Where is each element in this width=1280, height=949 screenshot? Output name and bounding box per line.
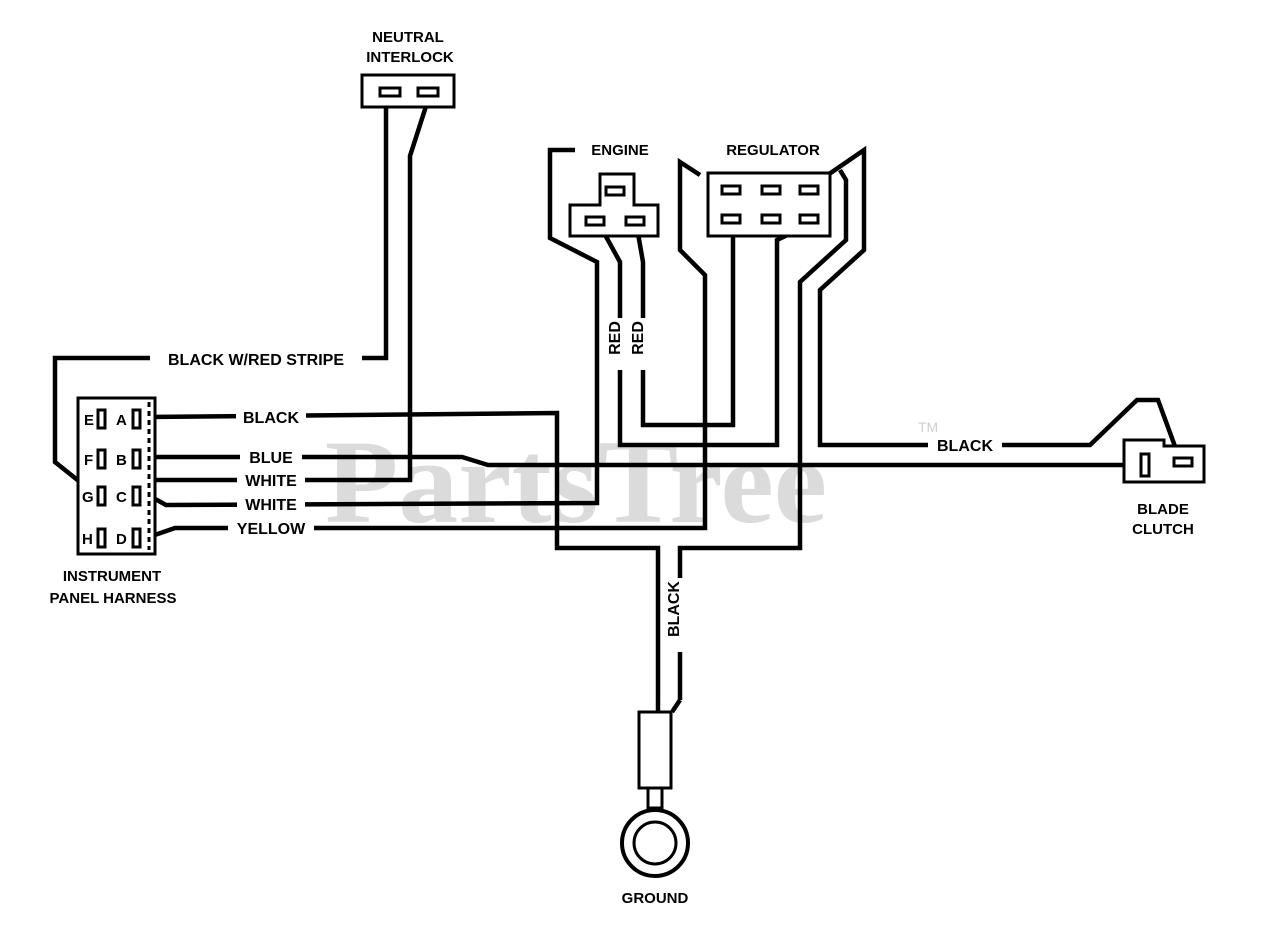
wire-regulator-ground	[677, 168, 849, 700]
wire-black-a	[145, 410, 661, 700]
label-bg-black-clutch	[928, 434, 1002, 456]
harness-pin-f: F	[84, 452, 93, 469]
label-bg-blue	[240, 446, 302, 468]
wires	[52, 99, 1183, 700]
wire-black-red-stripe	[52, 100, 389, 496]
regulator-pin-4	[720, 213, 742, 225]
label-black-a: BLACK	[243, 410, 299, 427]
label-bg-black-ground	[668, 578, 690, 652]
harness-pin-d: D	[116, 531, 127, 548]
label-white-1: WHITE	[245, 473, 297, 490]
label-bg-red-2	[633, 318, 653, 370]
interlock-label-1: NEUTRAL	[372, 29, 444, 46]
harness-slot-d	[131, 527, 142, 549]
harness-slot-e	[96, 408, 107, 430]
harness-body	[76, 396, 157, 556]
regulator-pin-5	[760, 213, 782, 225]
ground-ring-inner	[632, 820, 678, 866]
harness-pin-b: B	[116, 452, 127, 469]
ground-lead-b	[670, 698, 682, 714]
label-bg-black-red	[150, 348, 362, 370]
harness-pin-c: C	[116, 489, 127, 506]
label-red-1: RED	[607, 321, 624, 355]
watermark-tm: TM	[918, 419, 938, 435]
label-black-clutch: BLACK	[937, 438, 993, 455]
blade-clutch-pin-2	[1172, 456, 1194, 468]
harness-pin-h: H	[82, 531, 93, 548]
blade-clutch-connector: BLADE CLUTCH	[1122, 438, 1206, 538]
label-bg-yellow	[228, 517, 314, 539]
harness-label-2: PANEL HARNESS	[50, 590, 177, 607]
interlock-connector	[360, 73, 456, 109]
blade-clutch-label-2: CLUTCH	[1132, 521, 1194, 538]
harness-slot-b	[131, 448, 142, 470]
harness-label-1: INSTRUMENT	[63, 568, 161, 585]
harness-pin-g: G	[82, 489, 94, 506]
regulator-connector: REGULATOR	[706, 142, 832, 238]
harness-slot-h	[96, 527, 107, 549]
label-white-2: WHITE	[245, 497, 297, 514]
engine-connector: ENGINE	[568, 142, 660, 238]
label-bg-white-1	[237, 469, 305, 491]
label-bg-white-2	[237, 493, 305, 515]
engine-pin-left	[584, 215, 606, 227]
ground-terminal: GROUND	[620, 698, 690, 907]
wire-labels: BLACK W/RED STRIPE BLACK BLUE WHITE WHIT…	[150, 318, 1002, 652]
label-blue: BLUE	[249, 450, 293, 467]
neutral-interlock: NEUTRAL INTERLOCK	[360, 29, 456, 109]
regulator-label: REGULATOR	[726, 142, 820, 159]
label-bg-black-a	[236, 406, 306, 428]
harness-slot-g	[96, 485, 107, 507]
regulator-pin-6	[798, 213, 820, 225]
ground-label: GROUND	[622, 890, 689, 907]
instrument-panel-harness: E F G H A B C D INSTRUMENT PANEL HARNESS	[50, 396, 177, 607]
regulator-pin-1	[720, 184, 742, 196]
engine-label: ENGINE	[591, 142, 649, 159]
label-red-2: RED	[630, 321, 647, 355]
ground-sleeve	[637, 710, 673, 790]
wire-red-2	[633, 221, 736, 428]
regulator-connector-body	[706, 171, 832, 238]
interlock-pin-2	[416, 86, 440, 98]
label-black-red-stripe: BLACK W/RED STRIPE	[168, 352, 344, 369]
engine-pin-right	[624, 215, 646, 227]
ground-neck	[646, 786, 664, 810]
engine-pin-top	[604, 185, 626, 197]
wire-white-engine	[144, 147, 600, 508]
blade-clutch-pin-1	[1139, 452, 1151, 478]
harness-slot-a	[131, 408, 142, 430]
harness-slot-f	[96, 448, 107, 470]
wire-blue	[146, 454, 1140, 468]
label-yellow: YELLOW	[237, 521, 306, 538]
harness-slot-c	[131, 485, 142, 507]
interlock-pin-1	[378, 86, 402, 98]
interlock-label-2: INTERLOCK	[366, 49, 454, 66]
label-black-ground: BLACK	[666, 581, 683, 637]
label-bg-red-1	[610, 318, 630, 370]
harness-pin-e: E	[84, 412, 94, 429]
engine-connector-body	[568, 172, 660, 238]
regulator-pin-2	[760, 184, 782, 196]
regulator-pin-3	[798, 184, 820, 196]
blade-clutch-label-1: BLADE	[1137, 501, 1189, 518]
harness-pin-a: A	[116, 412, 127, 429]
wire-regulator-clutch	[798, 145, 1183, 461]
wire-yellow	[145, 157, 708, 541]
